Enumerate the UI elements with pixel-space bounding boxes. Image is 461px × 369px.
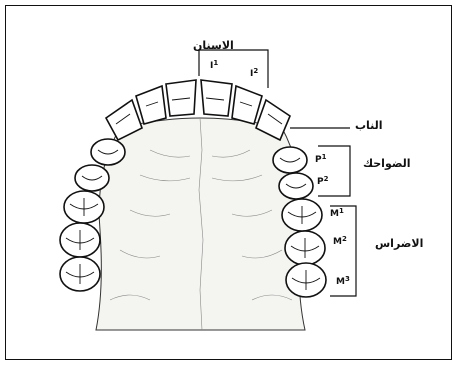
label-incisors: الاسنان: [193, 40, 234, 51]
tooth-premolar-1-left: [91, 139, 125, 165]
tooth-premolar-1-right: [273, 147, 307, 173]
code-m2: M2: [333, 238, 347, 247]
label-molars: الاضراس: [375, 238, 423, 249]
code-p2: P2: [317, 178, 328, 187]
tooth-lateral-incisor-left: [136, 86, 166, 124]
tooth-central-incisor-left: [166, 80, 196, 116]
tooth-premolar-2-left: [75, 165, 109, 191]
code-m1: M1: [330, 210, 344, 219]
code-i1: I1: [210, 62, 218, 71]
tooth-lateral-incisor-right: [232, 86, 262, 124]
code-p1: P1: [315, 156, 326, 165]
tooth-central-incisor-right: [201, 80, 232, 116]
code-m3: M3: [336, 278, 350, 287]
tooth-premolar-2-right: [279, 173, 313, 199]
label-canine: الناب: [355, 120, 383, 131]
code-i2: I2: [250, 70, 258, 79]
label-premolars: الضواحك: [363, 158, 411, 169]
